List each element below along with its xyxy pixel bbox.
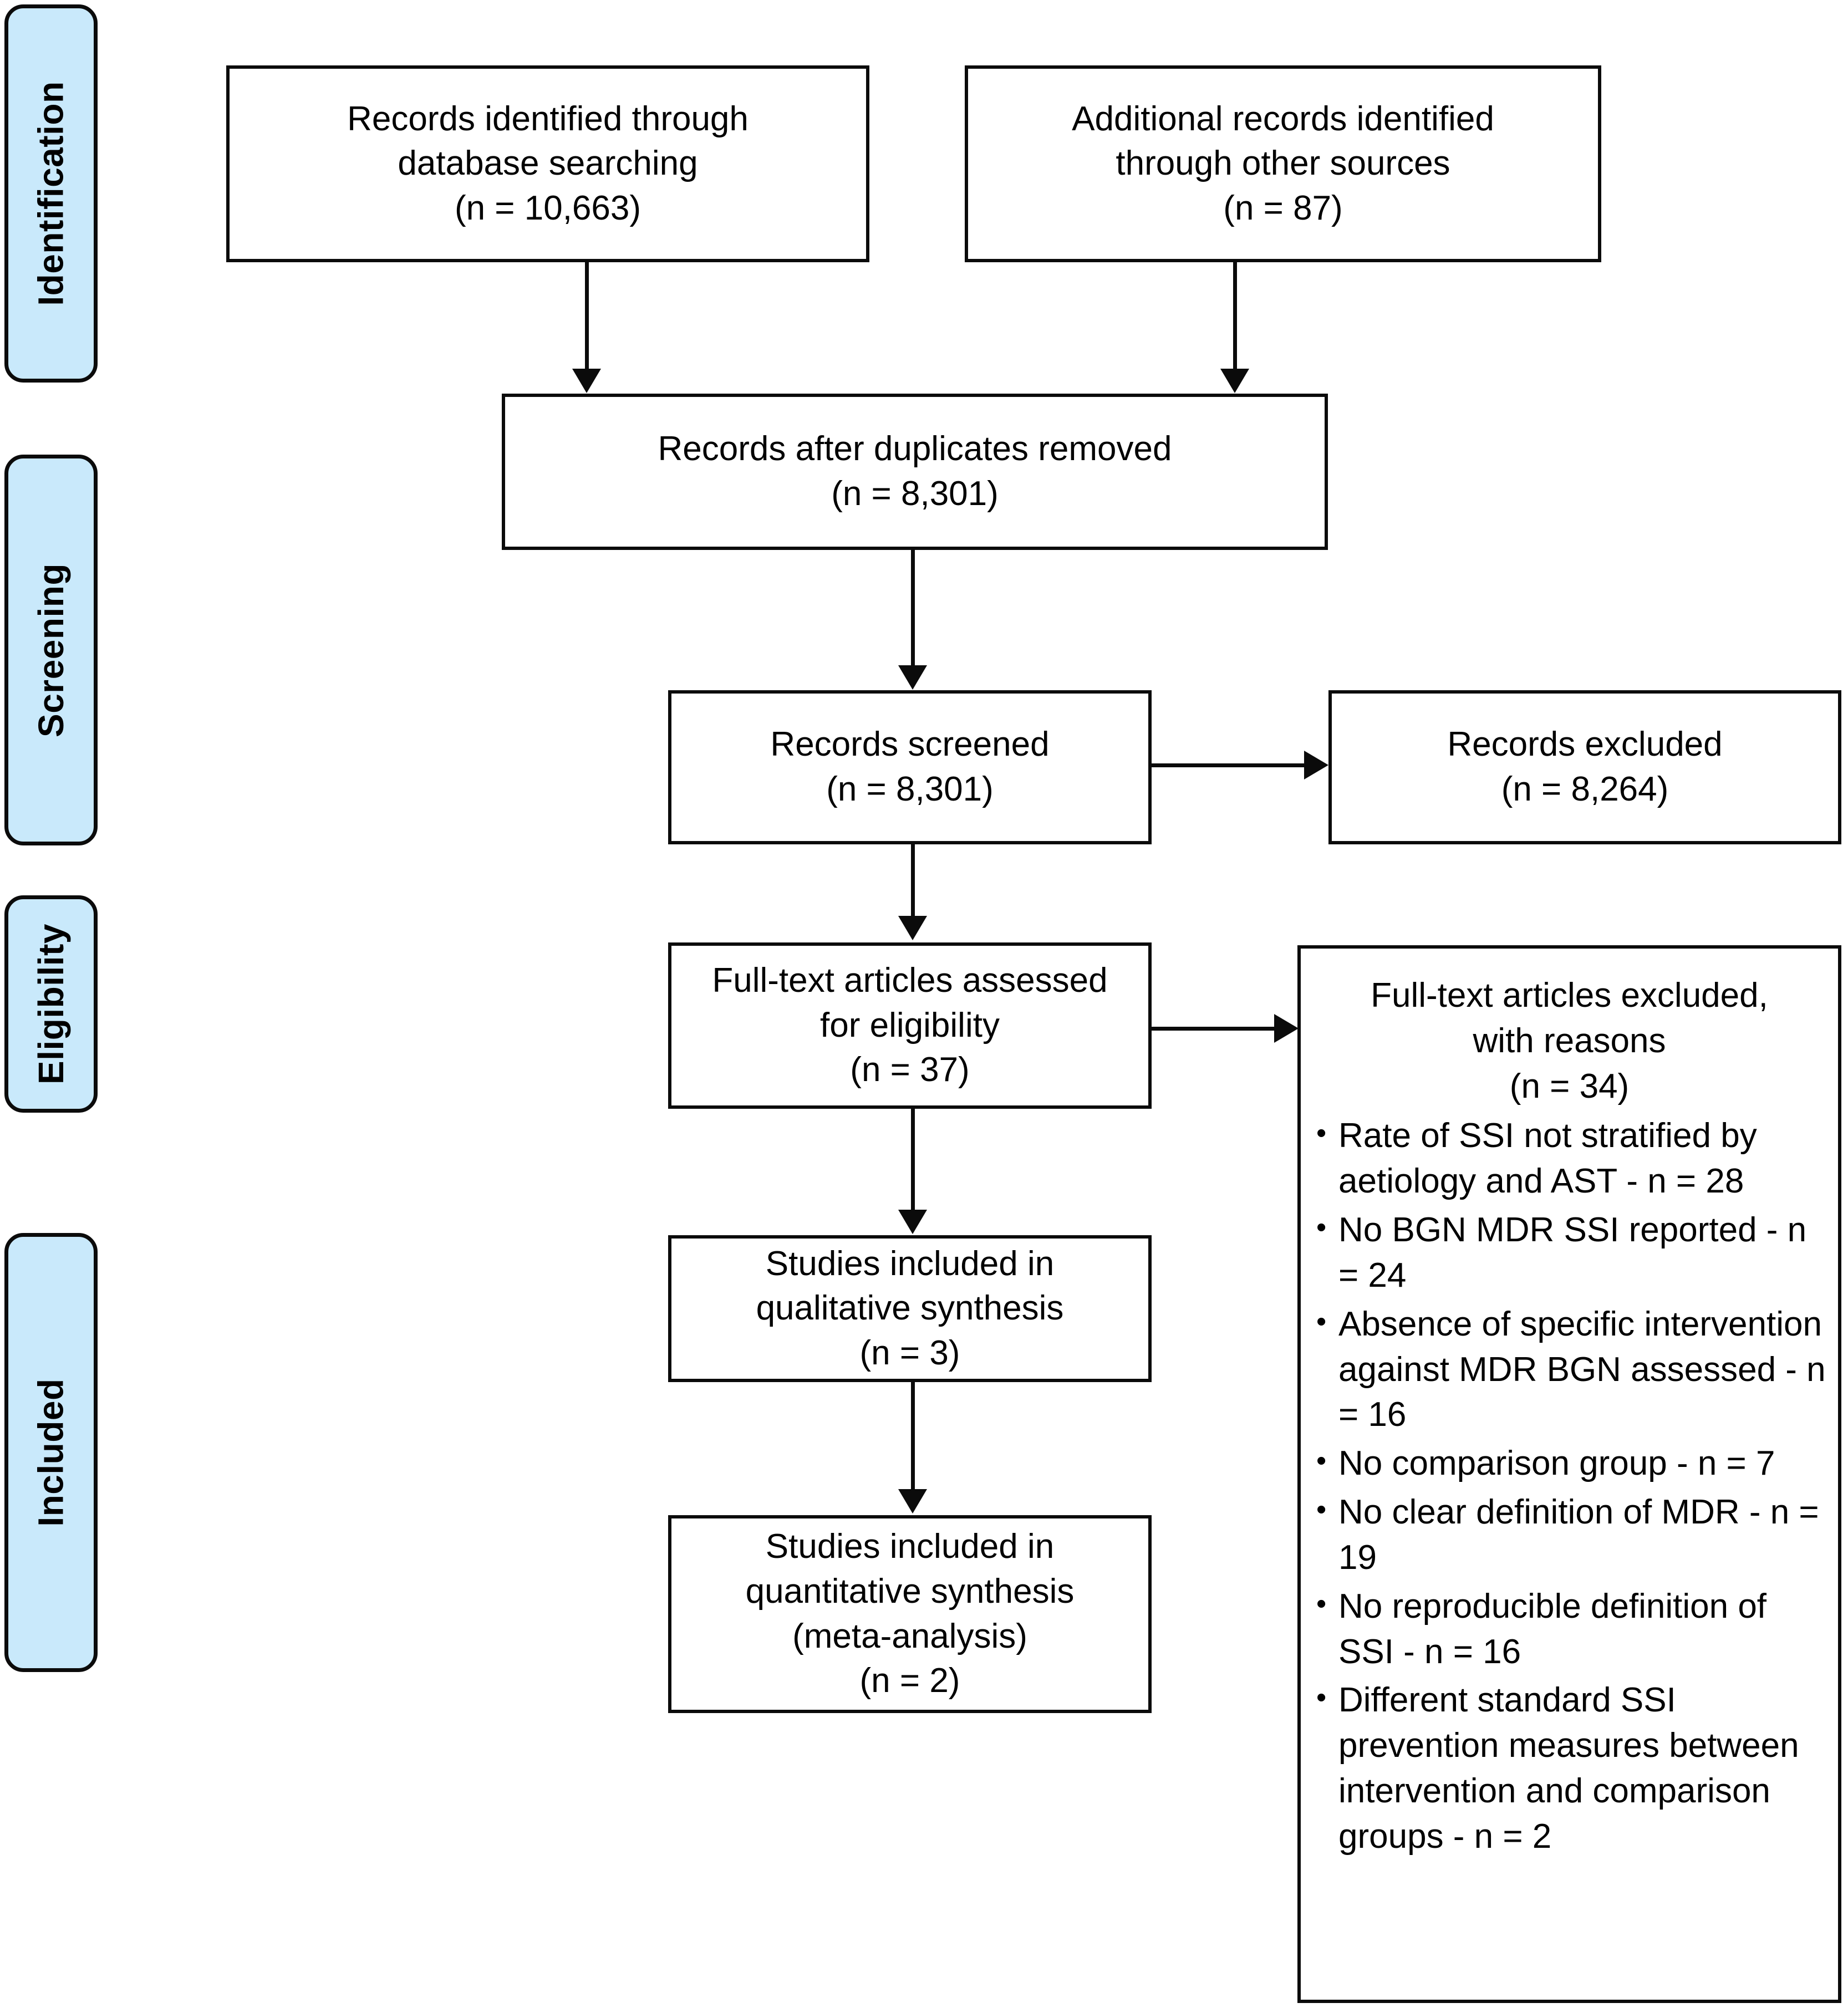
box-line: (n = 87)	[1223, 188, 1343, 227]
exclusion-reasons-list: Rate of SSI not stratified by aetiology …	[1313, 1113, 1826, 1862]
arrowhead-database-to-duplicates	[572, 369, 601, 393]
stage-pill-screening: Screening	[4, 455, 98, 845]
box-line: for eligibility	[820, 1006, 1000, 1044]
exclusion-reason-item: No BGN MDR SSI reported - n = 24	[1313, 1207, 1826, 1298]
box-line: (n = 8,264)	[1501, 770, 1669, 808]
connector-screened-to-fulltext	[911, 844, 915, 918]
arrowhead-othersources-to-duplicates	[1220, 369, 1249, 393]
box-line: Records screened	[770, 725, 1050, 764]
connector-fulltext-to-excluded-reasons	[1152, 1027, 1276, 1031]
stage-label-identification: Identification	[31, 81, 71, 306]
stage-label-screening: Screening	[31, 563, 71, 737]
box-line: through other sources	[1116, 144, 1450, 183]
exclusion-reason-item: No clear definition of MDR - n = 19	[1313, 1490, 1826, 1581]
box-line: (n = 8,301)	[826, 770, 994, 808]
reasons-header-line: Full-text articles excluded,	[1371, 976, 1768, 1015]
box-line: (n = 3)	[859, 1333, 960, 1372]
box-records-excluded: Records excluded (n = 8,264)	[1328, 690, 1841, 844]
box-line: (n = 37)	[850, 1051, 970, 1089]
connector-screened-to-excluded	[1152, 763, 1306, 767]
box-records-screened: Records screened (n = 8,301)	[668, 690, 1152, 844]
reasons-header: Full-text articles excluded, with reason…	[1313, 973, 1826, 1109]
box-records-after-duplicates-removed: Records after duplicates removed (n = 8,…	[502, 394, 1328, 550]
connector-database-to-duplicates	[585, 262, 589, 371]
reasons-header-line: with reasons	[1473, 1021, 1666, 1060]
box-line: Records excluded	[1447, 725, 1723, 764]
box-records-identified-database: Records identified through database sear…	[226, 65, 869, 262]
exclusion-reason-item: No comparison group - n = 7	[1313, 1441, 1826, 1486]
stage-pill-identification: Identification	[4, 4, 98, 383]
box-line: qualitative synthesis	[756, 1289, 1064, 1328]
stage-pill-eligibility: Eligibility	[4, 895, 98, 1113]
box-line: (n = 8,301)	[831, 475, 999, 513]
exclusion-reason-item: Rate of SSI not stratified by aetiology …	[1313, 1113, 1826, 1204]
box-line: database searching	[398, 144, 698, 183]
box-fulltext-excluded-with-reasons: Full-text articles excluded, with reason…	[1297, 945, 1841, 2003]
arrowhead-duplicates-to-screened	[898, 665, 927, 690]
box-line: Additional records identified	[1072, 99, 1494, 138]
arrowhead-fulltext-to-qualitative	[898, 1210, 927, 1234]
arrowhead-screened-to-excluded	[1304, 751, 1328, 779]
box-line: (n = 10,663)	[454, 188, 642, 227]
exclusion-reason-item: Absence of specific intervention against…	[1313, 1302, 1826, 1438]
stage-pill-included: Included	[4, 1233, 98, 1672]
box-line: quantitative synthesis	[745, 1572, 1075, 1611]
box-line: Records after duplicates removed	[658, 430, 1172, 468]
box-fulltext-assessed-for-eligibility: Full-text articles assessed for eligibil…	[668, 942, 1152, 1109]
box-additional-records-other-sources: Additional records identified through ot…	[965, 65, 1601, 262]
box-line: Studies included in	[765, 1244, 1055, 1283]
box-line: Records identified through	[347, 99, 749, 138]
stage-label-included: Included	[31, 1378, 71, 1527]
connector-duplicates-to-screened	[911, 550, 915, 667]
arrowhead-screened-to-fulltext	[898, 916, 927, 940]
arrowhead-fulltext-to-excluded-reasons	[1274, 1014, 1299, 1043]
box-quantitative-synthesis: Studies included in quantitative synthes…	[668, 1515, 1152, 1713]
box-line: Studies included in	[765, 1527, 1055, 1566]
connector-qualitative-to-quantitative	[911, 1382, 915, 1491]
box-line: Full-text articles assessed	[712, 961, 1108, 1000]
box-line: (n = 2)	[859, 1662, 960, 1700]
stage-label-eligibility: Eligibility	[31, 924, 71, 1084]
box-qualitative-synthesis: Studies included in qualitative synthesi…	[668, 1235, 1152, 1382]
reasons-header-line: (n = 34)	[1509, 1067, 1630, 1105]
exclusion-reason-item: No reproducible definition of SSI - n = …	[1313, 1584, 1826, 1675]
connector-othersources-to-duplicates	[1233, 262, 1237, 371]
box-line: (meta-analysis)	[792, 1617, 1027, 1655]
connector-fulltext-to-qualitative	[911, 1109, 915, 1211]
arrowhead-qualitative-to-quantitative	[898, 1489, 927, 1513]
exclusion-reason-item: Different standard SSI prevention measur…	[1313, 1678, 1826, 1859]
